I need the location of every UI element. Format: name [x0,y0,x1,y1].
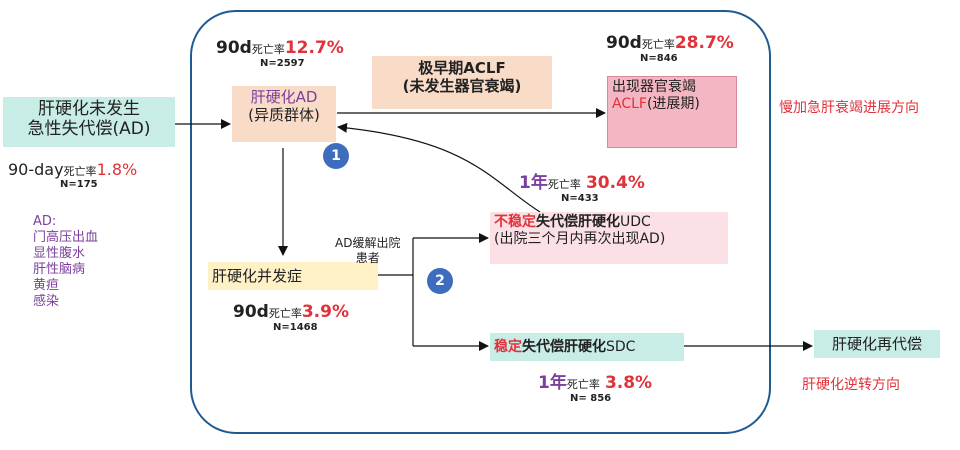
udc-mortality: 1年死亡率 30.4% N=433 [519,168,645,204]
complication-mortality-prefix: 90d [233,302,269,322]
udc-mortality-n: N=433 [561,193,599,204]
udc-bold: 失代偿肝硬化 [536,214,620,230]
study-frame [190,10,771,434]
aclf-red: ACLF [612,95,647,112]
progress-direction-label: 慢加急肝衰竭进展方向 [779,100,919,116]
sdc-box: 稳定失代偿肝硬化SDC [490,333,684,361]
badge-2: 2 [427,268,453,294]
complication-box: 肝硬化并发症 [208,262,378,290]
sdc-mortality: 1年死亡率 3.8% N= 856 [538,368,652,404]
hetero-mortality-n: N=2597 [260,58,305,69]
ad-list-item: 肝性脑病 [33,262,86,277]
left-mortality-n: N=175 [60,179,98,190]
ad-node-box: 肝硬化未发生 急性失代偿(AD) [3,97,175,147]
aclf-line2-rest: (进展期) [646,95,700,112]
udc-mortality-prefix: 1年 [519,173,548,193]
aclf-mortality-value: 28.7% [674,33,734,53]
complication-mortality: 90d死亡率3.9% N=1468 [233,302,349,333]
udc-box: 不稳定失代偿肝硬化UDC (出院三个月内再次出现AD) [490,212,728,264]
hetero-mortality-prefix: 90d [216,38,252,58]
sdc-mortality-label: 死亡率 [566,378,600,391]
discharge-line2: 患者 [355,251,380,265]
early-aclf-line1: 极早期ACLF [418,59,506,77]
badge-1: 1 [323,143,349,169]
arrow-udc-back-to-hetero [337,122,541,213]
aclf-box: 出现器官衰竭 ACLF(进展期) [607,76,737,148]
hetero-mortality-label: 死亡率 [251,43,285,56]
udc-abbr: UDC [620,214,651,230]
ad-definition-list: AD: 门高压出血 显性腹水 肝性脑病 黄疸 感染 [33,214,98,310]
sdc-mortality-value: 3.8% [604,373,653,393]
left-mortality-prefix: 90-day [8,160,64,179]
early-aclf-box: 极早期ACLF (未发生器官衰竭) [372,56,552,109]
ad-node-line2: 急性失代偿(AD) [27,119,151,140]
sdc-bold: 失代偿肝硬化 [522,339,606,355]
ad-list-item: 显性腹水 [33,246,86,261]
recompensation-label: 肝硬化再代偿 [831,335,922,353]
recompensation-box: 肝硬化再代偿 [814,330,940,358]
ad-list-item: 感染 [33,294,60,309]
ad-list-title: AD: [33,214,57,229]
sdc-mortality-n: N= 856 [570,393,612,404]
aclf-mortality: 90d死亡率28.7% N=846 [606,33,734,64]
complication-label: 肝硬化并发症 [212,267,303,285]
hetero-mortality: 90d死亡率12.7% N=2597 [216,38,344,69]
hetero-line2: (异质群体) [248,106,320,124]
ad-heterogeneous-box: 肝硬化AD (异质群体) [232,86,336,142]
sdc-abbr: SDC [606,339,636,355]
udc-mortality-label: 死亡率 [547,178,581,191]
discharge-label: AD缓解出院 患者 [335,236,400,266]
aclf-mortality-prefix: 90d [606,33,642,53]
aclf-line1: 出现器官衰竭 [612,79,696,95]
left-mortality-value: 1.8% [96,160,138,179]
discharge-line1: AD缓解出院 [335,236,401,250]
ad-list-item: 门高压出血 [33,230,99,245]
hetero-mortality-value: 12.7% [284,38,344,58]
complication-mortality-value: 3.9% [301,302,349,322]
udc-line2: (出院三个月内再次出现AD) [494,230,666,247]
ad-node-line1: 肝硬化未发生 [38,99,140,119]
early-aclf-line2: (未发生器官衰竭) [402,77,522,95]
reversal-direction-label: 肝硬化逆转方向 [802,377,900,393]
complication-mortality-n: N=1468 [273,322,318,333]
aclf-mortality-n: N=846 [640,53,678,64]
left-mortality: 90-day死亡率1.8% N=175 [8,160,137,190]
udc-mortality-value: 30.4% [585,173,645,193]
complication-mortality-label: 死亡率 [268,307,302,320]
hetero-line1: 肝硬化AD [250,88,318,106]
udc-red: 不稳定 [494,214,536,230]
ad-list-item: 黄疸 [33,278,60,293]
sdc-mortality-prefix: 1年 [538,373,567,393]
aclf-mortality-label: 死亡率 [641,38,675,51]
sdc-red: 稳定 [494,339,522,355]
left-mortality-label: 死亡率 [63,165,97,178]
